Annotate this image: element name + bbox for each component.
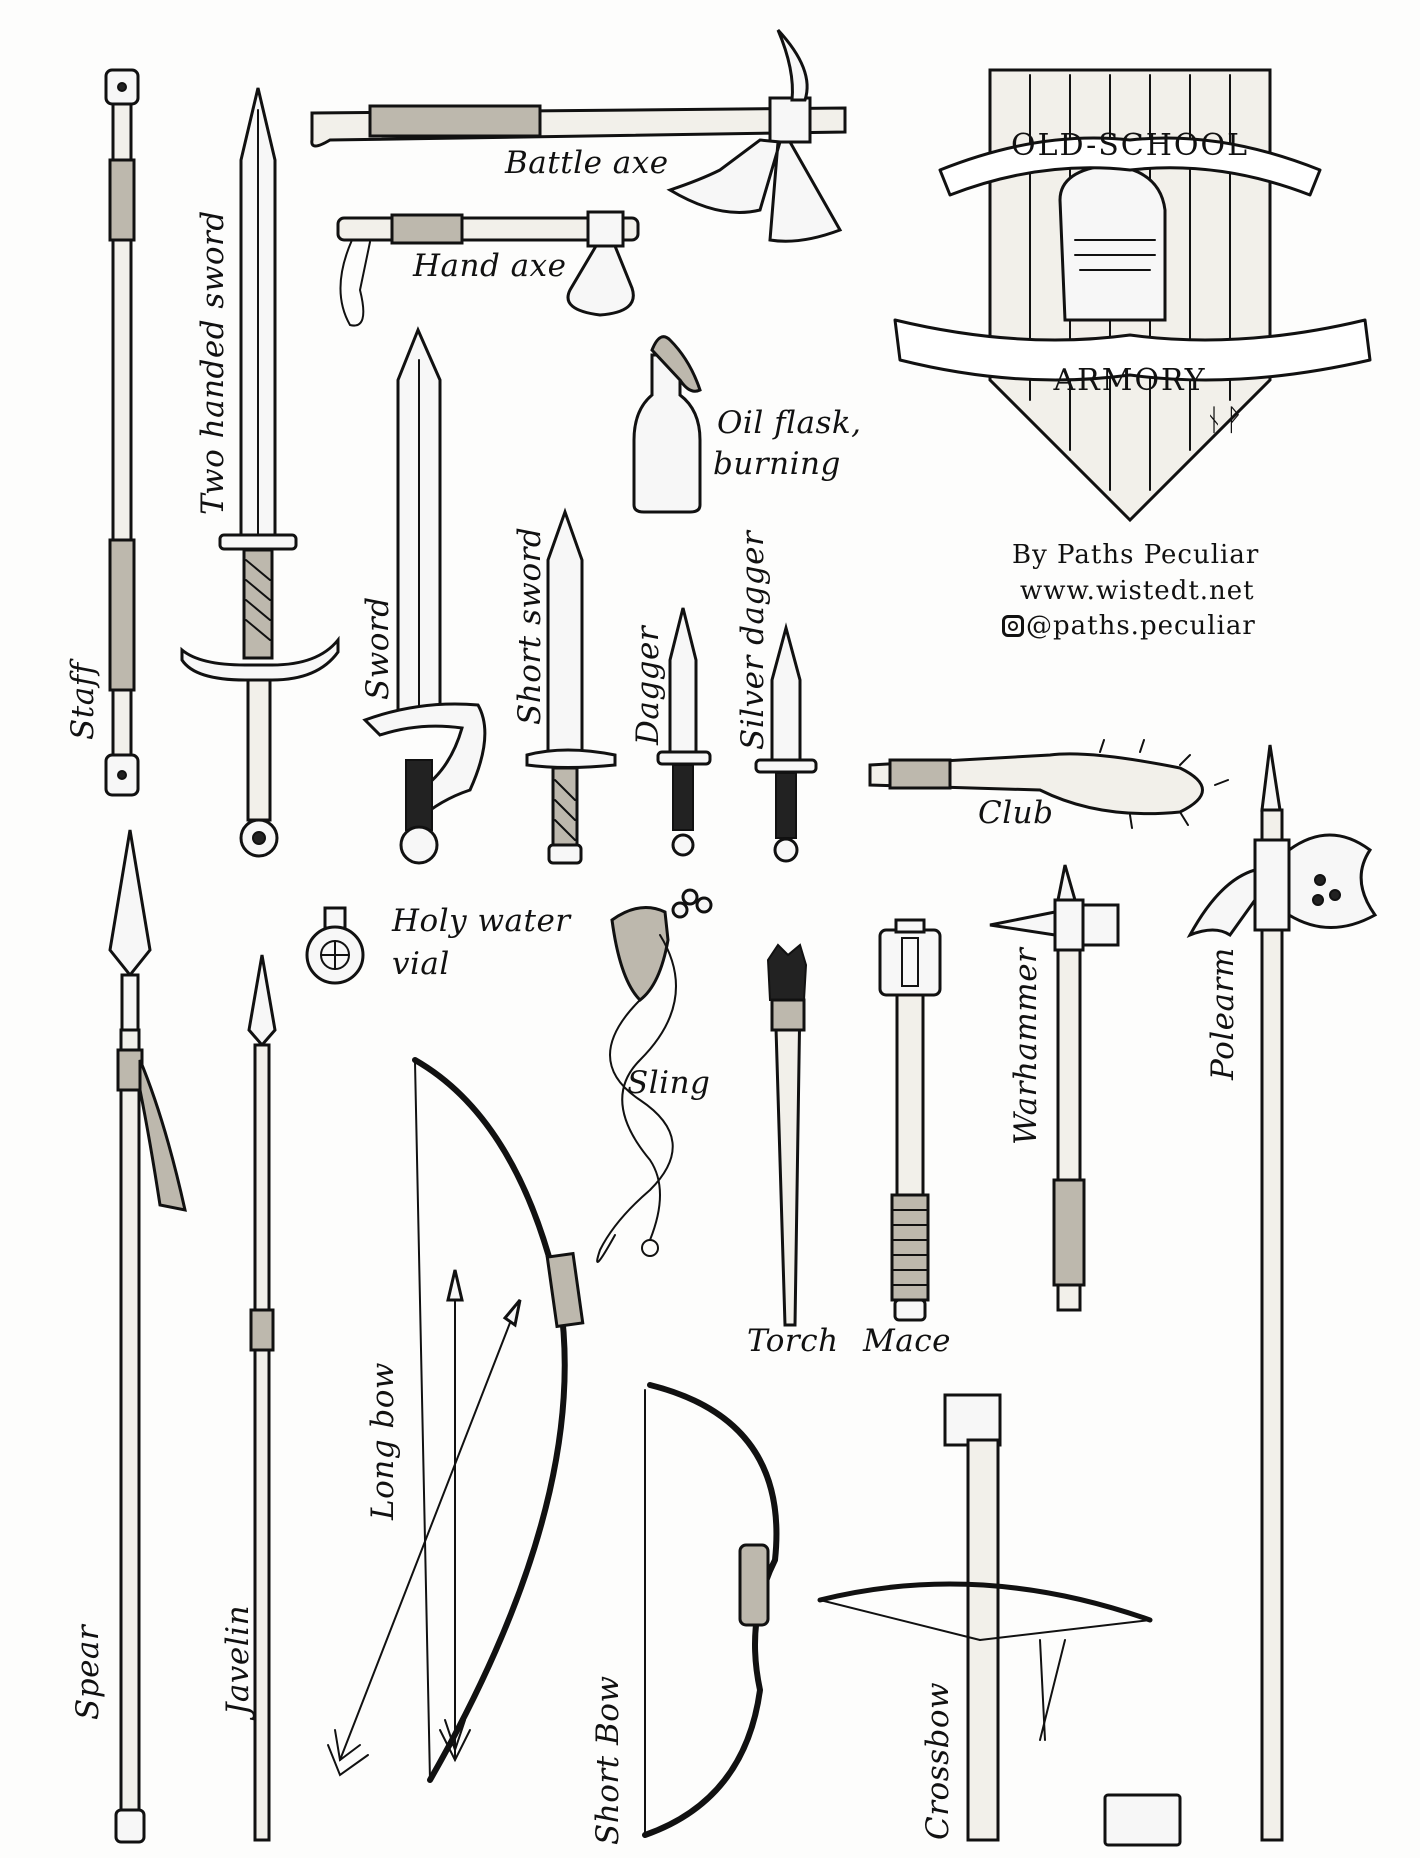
label-silver-dagger: Silver dagger <box>735 530 771 750</box>
label-torch: Torch <box>747 1323 839 1359</box>
mace-illustration <box>878 918 942 1322</box>
label-oil-flask-line1: Oil flask, <box>717 405 862 441</box>
label-sling: Sling <box>627 1065 711 1101</box>
sword-illustration <box>362 326 487 865</box>
signature-runes: ᚾᚹ <box>1205 403 1245 438</box>
warhammer-illustration <box>989 864 1120 1312</box>
credit-instagram-handle: @paths.peculiar <box>1026 611 1256 641</box>
label-crossbow: Crossbow <box>920 1681 956 1840</box>
label-short-bow: Short Bow <box>590 1675 626 1845</box>
armory-shield-emblem: OLD-SCHOOL ARMORY ᚾᚹ <box>893 68 1372 523</box>
sling-illustration <box>596 888 713 1263</box>
banner-top-text: OLD-SCHOOL <box>1011 128 1249 163</box>
label-oil-flask-line2: burning <box>713 446 841 482</box>
label-hand-axe: Hand axe <box>413 248 567 284</box>
crossbow-illustration <box>817 1393 1153 1842</box>
label-mace: Mace <box>863 1323 951 1359</box>
label-polearm: Polearm <box>1205 947 1241 1080</box>
label-long-bow: Long bow <box>365 1362 401 1520</box>
silver-dagger-illustration <box>754 622 818 863</box>
javelin-illustration <box>247 954 277 1842</box>
torch-illustration <box>766 943 808 1327</box>
polearm-illustration <box>1186 744 1378 1842</box>
label-javelin: Javelin <box>220 1604 256 1715</box>
hand-axe-illustration <box>336 210 640 327</box>
label-staff: Staff <box>65 662 101 740</box>
two-handed-sword-illustration <box>180 87 340 858</box>
label-sword: Sword <box>360 596 396 700</box>
credit-instagram[interactable]: @paths.peculiar <box>1002 611 1256 641</box>
long-bow-illustration <box>327 1057 585 1783</box>
banner-bottom-text: ARMORY <box>1052 363 1206 398</box>
label-two-handed-sword: Two handed sword <box>195 210 231 515</box>
spear-illustration <box>108 829 187 1844</box>
credit-author: By Paths Peculiar <box>1012 540 1260 570</box>
label-spear: Spear <box>70 1624 106 1720</box>
credit-website[interactable]: www.wistedt.net <box>1020 576 1255 606</box>
label-warhammer: Warhammer <box>1008 947 1044 1145</box>
dagger-illustration <box>656 607 712 857</box>
oil-flask-illustration <box>632 335 702 514</box>
label-holy-water-line1: Holy water <box>392 903 571 939</box>
short-sword-illustration <box>525 507 617 865</box>
club-illustration <box>868 739 1229 829</box>
staff-illustration <box>104 68 140 797</box>
label-battle-axe: Battle axe <box>505 145 669 181</box>
label-holy-water-line2: vial <box>392 946 450 982</box>
short-bow-illustration <box>642 1382 780 1838</box>
instagram-icon <box>1002 615 1024 637</box>
battle-axe-illustration <box>310 28 847 243</box>
rune-stamp-illustration <box>1103 1793 1182 1847</box>
holy-water-vial-illustration <box>305 906 365 985</box>
label-short-sword: Short sword <box>512 526 548 725</box>
label-club: Club <box>978 795 1054 831</box>
label-dagger: Dagger <box>630 625 666 745</box>
